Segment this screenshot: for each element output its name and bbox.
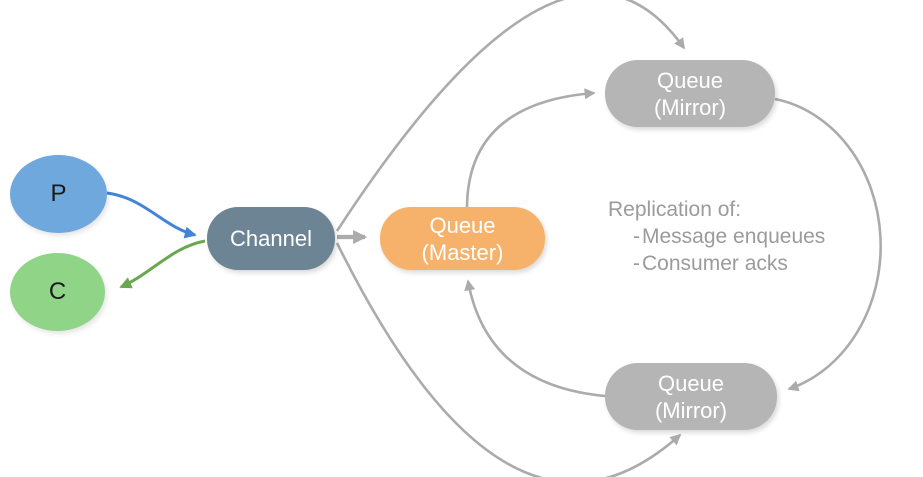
queue-mirror-bottom-node: Queue (Mirror) xyxy=(605,363,777,430)
replication-item-label: Consumer acks xyxy=(642,252,788,275)
edge-master-to-top-mirror xyxy=(465,88,596,208)
consumer-node: C xyxy=(10,253,105,331)
replication-item: - Message enqueues xyxy=(608,223,888,250)
queue-master-label-line2: (Master) xyxy=(421,239,504,265)
queue-master-label-line1: Queue xyxy=(429,212,496,238)
edge-channel-to-top-mirror xyxy=(335,0,686,232)
queue-mirror-bottom-label-line2: (Mirror) xyxy=(654,397,728,423)
replication-title: Replication of: xyxy=(608,198,742,221)
queue-mirror-top-label-line1: Queue xyxy=(656,67,724,93)
replication-annotation: Replication of: - Message enqueues - Con… xyxy=(608,196,888,277)
replication-item-label: Message enqueues xyxy=(642,225,826,248)
edge-bottom-mirror-to-master xyxy=(464,279,606,398)
replication-item: - Consumer acks xyxy=(608,250,888,277)
producer-label: P xyxy=(50,180,67,207)
queue-mirror-top-node: Queue (Mirror) xyxy=(605,60,775,127)
bullet-dash: - xyxy=(633,225,640,248)
producer-node: P xyxy=(10,155,107,233)
queue-mirror-top-label-line2: (Mirror) xyxy=(653,94,727,120)
consumer-label: C xyxy=(48,278,67,305)
edge-producer-to-channel xyxy=(106,191,197,239)
queue-master-node: Queue (Master) xyxy=(380,207,545,270)
edge-channel-to-consumer xyxy=(119,239,206,289)
edge-channel-to-bottom-mirror xyxy=(335,242,682,477)
queue-mirror-bottom-label-line1: Queue xyxy=(657,370,725,396)
bullet-dash: - xyxy=(633,252,640,275)
channel-label: Channel xyxy=(230,226,312,251)
edge-top-mirror-to-bottom-mirror xyxy=(774,97,882,392)
channel-node: Channel xyxy=(207,207,335,270)
